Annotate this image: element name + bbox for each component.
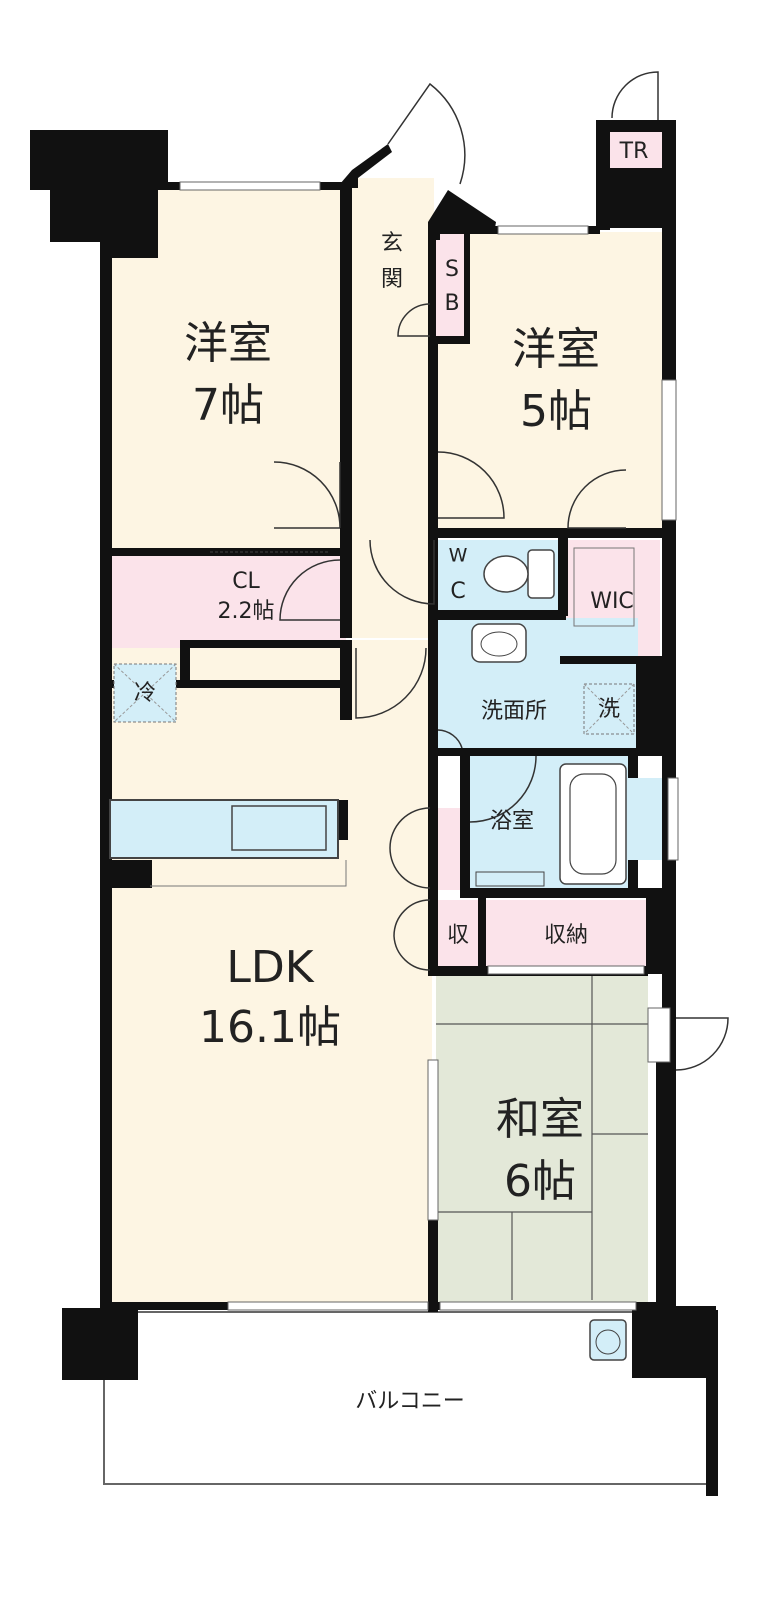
japanese-room-name: 和室: [496, 1094, 584, 1145]
fridge-space: [113, 663, 177, 723]
trunk-room-floor: [606, 130, 662, 170]
shoebox-label-top: S: [445, 257, 459, 282]
bathroom-label: 浴室: [490, 809, 534, 834]
western-room-7-size: 7帖: [192, 380, 264, 431]
kitchen-counter: [109, 799, 347, 887]
entrance-label-top: 玄: [381, 231, 403, 256]
western-room-7-name: 洋室: [184, 318, 272, 369]
hallway-floor: [348, 342, 432, 638]
balcony-label: バルコニー: [355, 1389, 465, 1414]
washer-label: 洗: [598, 697, 620, 722]
storage-label: 収納: [544, 923, 588, 948]
western-room-5-floor: [434, 232, 670, 528]
entrance-label-bottom: 関: [381, 267, 403, 292]
fridge-label: 冷: [134, 681, 156, 706]
shoebox-label-bottom: B: [444, 291, 459, 316]
closet-name: CL: [232, 569, 260, 594]
tatami-lines: [436, 976, 648, 1300]
storage-floor: [486, 900, 646, 966]
washroom-label: 洗面所: [481, 699, 547, 724]
closet-size: 2.2帖: [218, 599, 275, 624]
doors: [210, 71, 729, 1071]
western-room-5-size: 5帖: [520, 386, 592, 437]
washer-space: [583, 683, 635, 735]
trunk-room-label: TR: [619, 139, 649, 164]
toilet-label-top: W: [449, 545, 468, 567]
balcony-sink: [589, 1319, 627, 1361]
entrance-floor: [348, 178, 434, 342]
windows: [179, 181, 679, 1311]
ldk-floor: [106, 640, 432, 1308]
ldk-size: 16.1帖: [199, 1002, 341, 1053]
wic-label: WIC: [590, 589, 634, 614]
storage-small-label: 収: [447, 923, 469, 948]
japanese-room-size: 6帖: [504, 1156, 576, 1207]
ldk-name: LDK: [226, 942, 314, 993]
bathtub: [475, 763, 627, 887]
western-room-5-name: 洋室: [512, 324, 600, 375]
toilet-label-bottom: C: [450, 579, 465, 604]
japanese-room-floor: [436, 976, 648, 1302]
toilet-fixture: [483, 549, 555, 599]
storage-small-floor: [436, 900, 480, 966]
linen-storage-floor: [436, 808, 462, 890]
shoebox-floor: [436, 232, 466, 338]
wash-basin: [471, 623, 527, 663]
